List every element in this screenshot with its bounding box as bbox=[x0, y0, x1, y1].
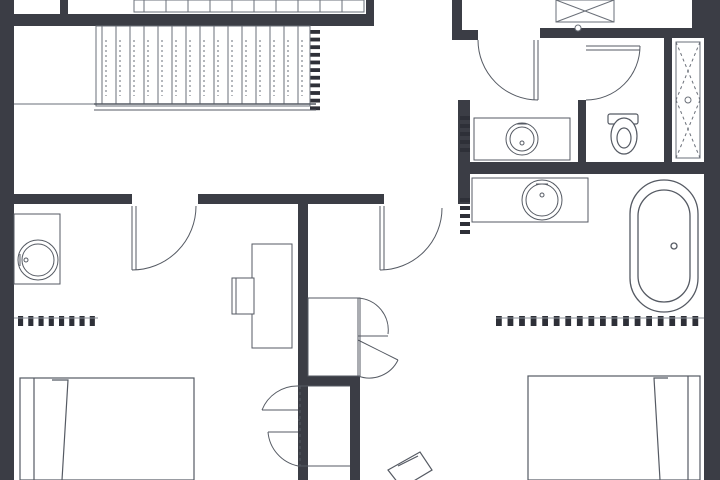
window-segment bbox=[460, 124, 470, 128]
window-segment bbox=[611, 316, 618, 326]
sink-left bbox=[13, 213, 61, 285]
window-marks bbox=[18, 30, 699, 326]
toilet bbox=[607, 113, 639, 155]
window-segment bbox=[646, 316, 652, 326]
window-segment bbox=[310, 91, 320, 95]
window-segment bbox=[460, 206, 470, 210]
window-segment bbox=[588, 316, 595, 326]
window-segment bbox=[680, 316, 687, 326]
desk bbox=[251, 243, 293, 349]
window-segment bbox=[530, 316, 537, 326]
window-segment bbox=[48, 316, 54, 326]
window-segment bbox=[38, 316, 44, 326]
shower bbox=[675, 41, 701, 159]
sink-vanity-top bbox=[473, 117, 571, 161]
doors-middle bbox=[131, 205, 443, 271]
door-bathroom bbox=[477, 39, 641, 101]
window-segment bbox=[460, 148, 470, 152]
chair bbox=[231, 277, 255, 315]
closet-lower bbox=[261, 385, 350, 467]
window-segment bbox=[310, 98, 320, 103]
window-segment bbox=[18, 316, 24, 326]
window-segment bbox=[600, 316, 606, 326]
window-segment bbox=[28, 316, 34, 326]
window-segment bbox=[310, 83, 320, 88]
window-segment bbox=[460, 222, 470, 226]
bathtub bbox=[629, 179, 699, 313]
window-segment bbox=[460, 230, 470, 234]
window-segment bbox=[460, 198, 470, 202]
window-segment bbox=[460, 116, 470, 120]
bed-left bbox=[19, 377, 195, 480]
window-segment bbox=[59, 316, 65, 326]
window-segment bbox=[460, 132, 470, 136]
window-segment bbox=[576, 316, 583, 326]
window-segment bbox=[310, 45, 320, 50]
sink-vanity-right bbox=[471, 177, 589, 223]
closet bbox=[307, 297, 399, 379]
window-segment bbox=[507, 316, 514, 326]
armchair bbox=[387, 451, 433, 480]
window-segment bbox=[310, 68, 320, 72]
window-segment bbox=[657, 316, 664, 326]
window-segment bbox=[460, 214, 470, 218]
window-segment bbox=[669, 316, 676, 326]
window-segment bbox=[623, 316, 629, 326]
window-segment bbox=[542, 316, 548, 326]
top-shower bbox=[555, 0, 615, 32]
window-segment bbox=[553, 316, 560, 326]
window-segment bbox=[69, 316, 75, 326]
window-segment bbox=[496, 316, 502, 326]
window-segment bbox=[565, 316, 572, 326]
window-segment bbox=[519, 316, 525, 326]
window-segment bbox=[692, 316, 699, 326]
window-segment bbox=[89, 316, 95, 326]
window-segment bbox=[310, 75, 320, 80]
window-segment bbox=[79, 316, 85, 326]
window-segment bbox=[310, 52, 320, 57]
window-segment bbox=[460, 140, 470, 144]
bed-right bbox=[527, 375, 701, 480]
staircase bbox=[14, 0, 365, 111]
window-segment bbox=[634, 316, 641, 326]
window-segment bbox=[310, 30, 320, 34]
window-segment bbox=[310, 60, 320, 65]
window-segment bbox=[310, 106, 320, 111]
window-segment bbox=[310, 37, 320, 42]
